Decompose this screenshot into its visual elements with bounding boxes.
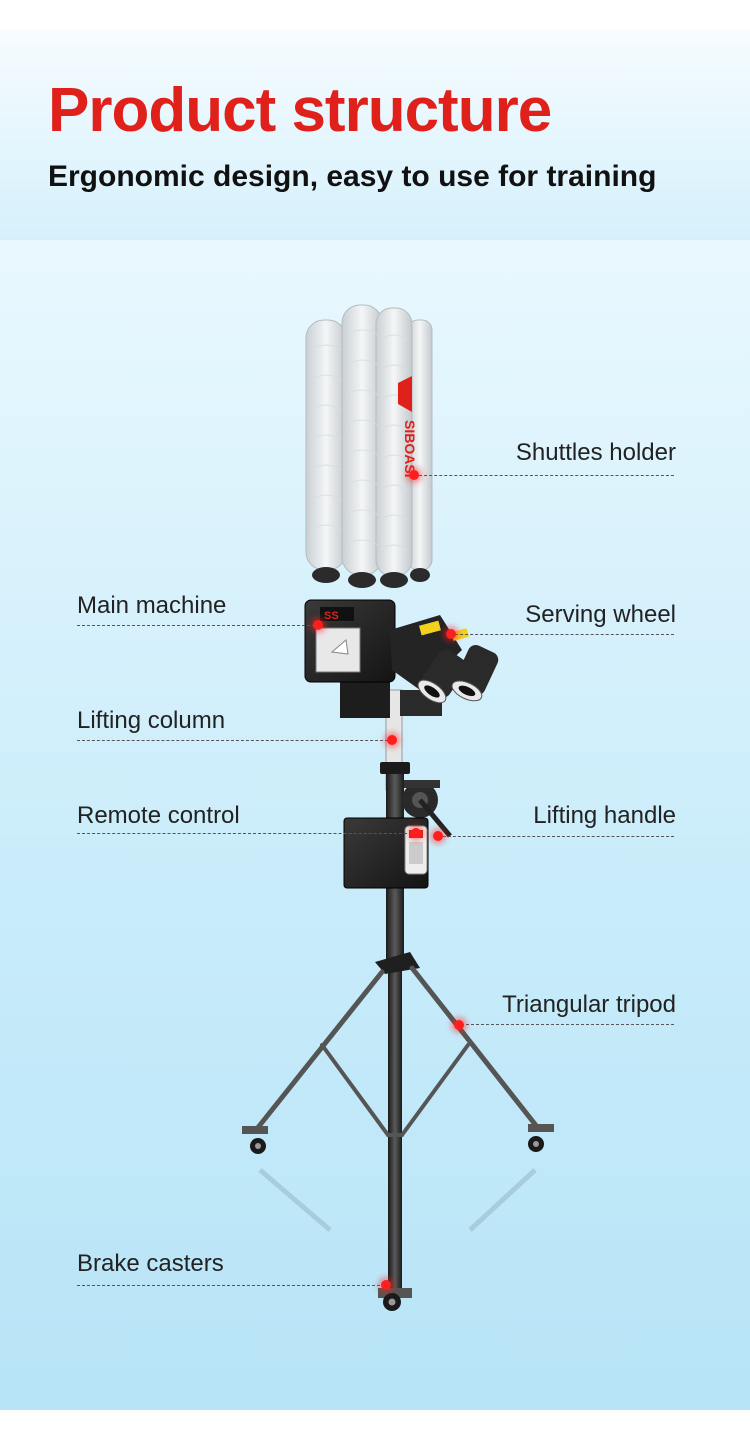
marker-triangular-tripod — [454, 1020, 464, 1030]
remote-control-graphic — [343, 817, 429, 889]
leader-remote-control — [77, 833, 417, 834]
label-brake-casters: Brake casters — [77, 1250, 224, 1277]
label-lifting-handle: Lifting handle — [533, 802, 676, 829]
tripod-graphic — [253, 952, 541, 1137]
marker-lifting-handle — [433, 831, 443, 841]
main-machine-graphic: SS — [304, 599, 396, 718]
leader-main-machine — [77, 625, 320, 626]
leader-lifting-column — [77, 740, 393, 741]
leader-serving-wheel — [450, 634, 674, 635]
badge-text: SS — [324, 610, 339, 622]
label-main-machine: Main machine — [77, 592, 227, 619]
marker-brake-casters — [381, 1280, 391, 1290]
serving-wheel-graphic — [390, 615, 499, 716]
label-triangular-tripod: Triangular tripod — [502, 991, 676, 1018]
lifting-handle-graphic — [402, 780, 452, 838]
label-serving-wheel: Serving wheel — [525, 601, 676, 628]
header-banner — [0, 30, 750, 240]
label-remote-control: Remote control — [77, 802, 240, 829]
label-lifting-column: Lifting column — [77, 707, 226, 734]
page-title: Product structure — [48, 76, 552, 145]
marker-main-machine — [313, 620, 323, 630]
leader-triangular-tripod — [461, 1024, 674, 1025]
marker-shuttles-holder — [409, 470, 419, 480]
marker-serving-wheel — [446, 629, 456, 639]
page-subtitle: Ergonomic design, easy to use for traini… — [48, 160, 657, 193]
leader-brake-casters — [77, 1285, 385, 1286]
shuttles-holder-graphic: SIBOASI — [305, 304, 433, 588]
label-shuttles-holder: Shuttles holder — [515, 439, 676, 466]
leader-shuttles-holder — [414, 475, 674, 476]
leader-lifting-handle — [438, 836, 674, 837]
brand-logo-text: SIBOASI — [402, 420, 418, 478]
bottom-band — [0, 1410, 750, 1436]
casters-graphic — [242, 1124, 554, 1311]
marker-lifting-column — [387, 735, 397, 745]
marker-remote-control — [411, 828, 421, 838]
